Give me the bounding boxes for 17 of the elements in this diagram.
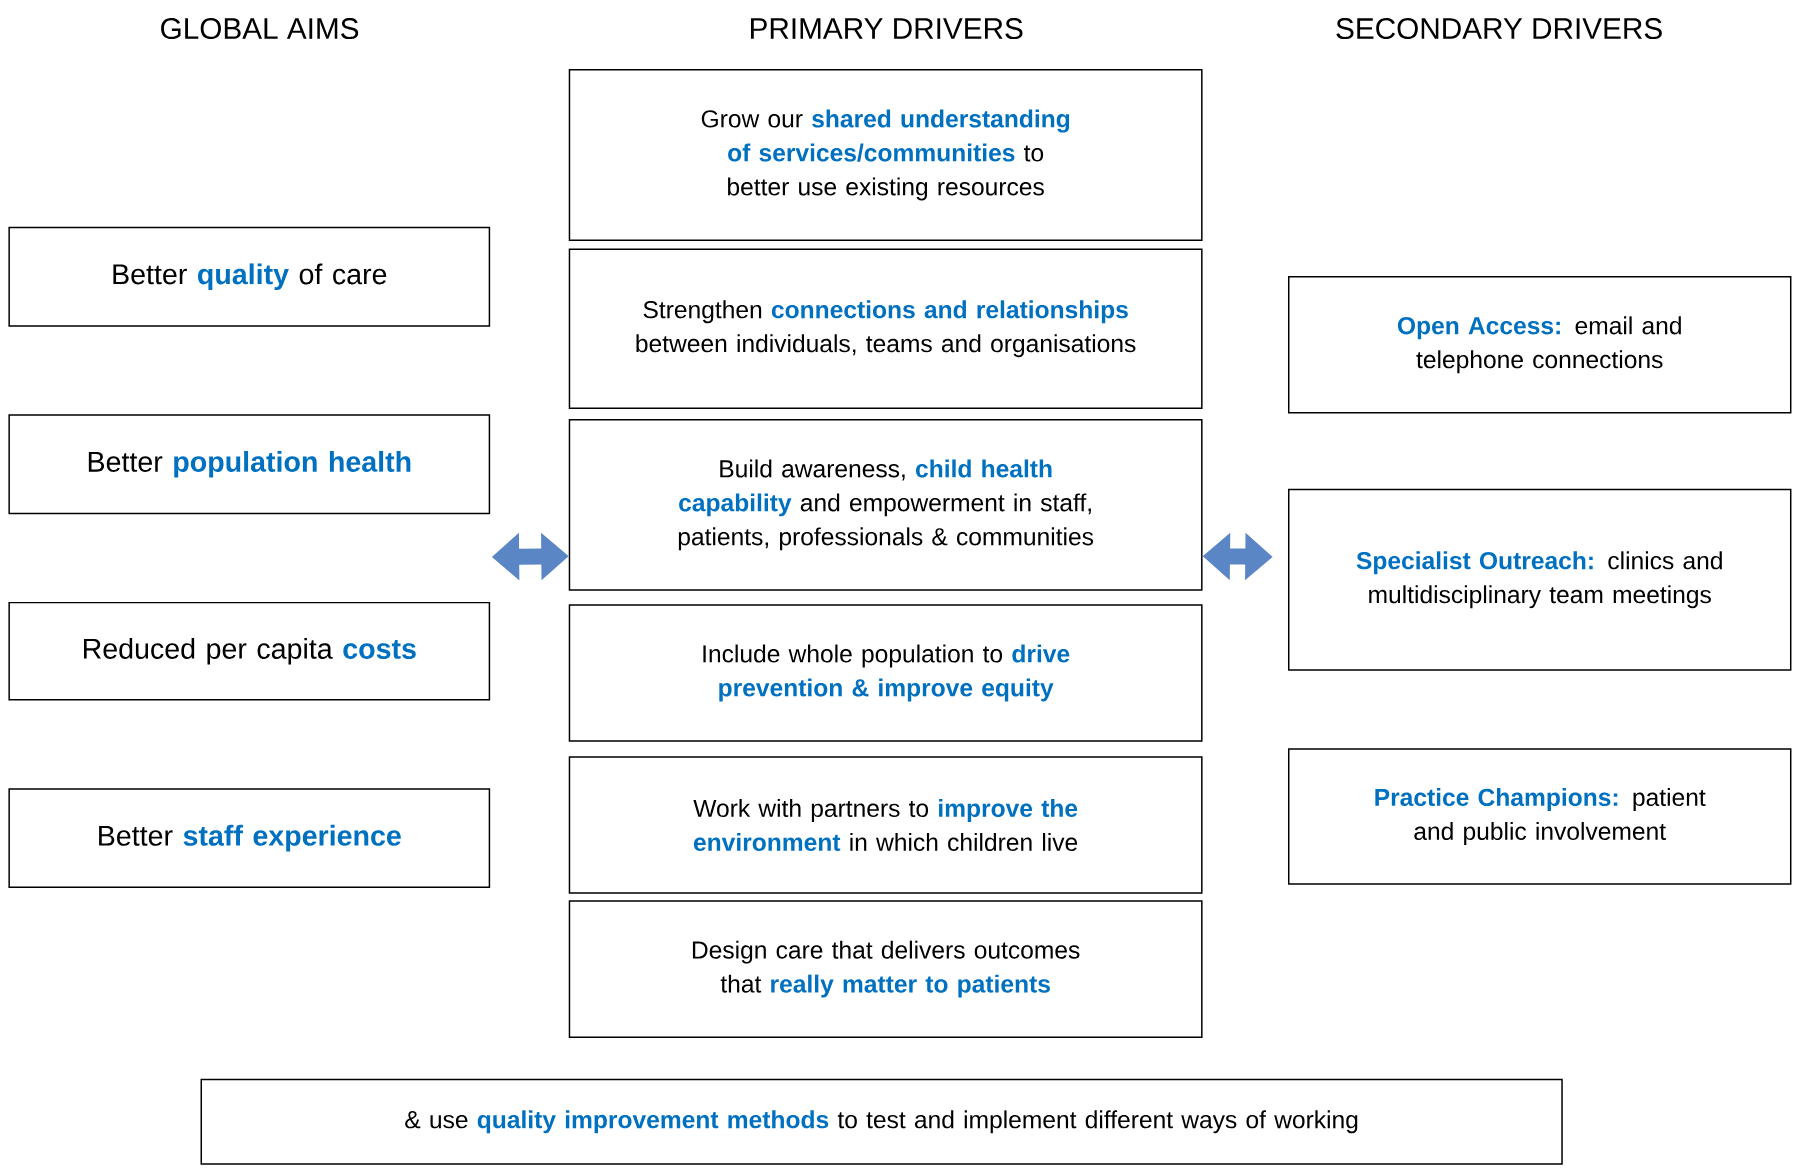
aim-box: Better population health <box>8 414 491 515</box>
column-heading: SECONDARY DRIVERS <box>1336 18 1662 40</box>
aim-box: Better quality of care <box>8 227 491 327</box>
driver-box: Open Access: email and telephone connections <box>1288 276 1792 414</box>
driver-box: Include whole population to drive prevention & improve equity <box>568 604 1203 742</box>
driver-box: Design care that delivers outcomes that really matter to patients <box>568 900 1203 1039</box>
column-heading: PRIMARY DRIVERS <box>751 18 1023 40</box>
aim-box: Better staff experience <box>8 788 491 889</box>
driver-box: Build awareness, child health capability and empowerment in staff, patients, professionals & communities <box>568 419 1203 592</box>
aim-box: Reduced per capita costs <box>8 602 491 701</box>
note-box: & use quality improvement methods to test and implement different ways of working <box>200 1078 1563 1166</box>
driver-box: Practice Champions: patient and public involvement <box>1288 748 1792 885</box>
driver-box: Grow our shared understanding of services/communities to better use existing resources <box>568 69 1203 242</box>
driver-box: Specialist Outreach: clinics and multidisciplinary team meetings <box>1288 488 1792 672</box>
column-heading: GLOBAL AIMS <box>161 18 359 40</box>
driver-box: Work with partners to improve the environment in which children live <box>568 756 1203 895</box>
driver-box: Strengthen connections and relationships between individuals, teams and organisations <box>568 248 1203 410</box>
